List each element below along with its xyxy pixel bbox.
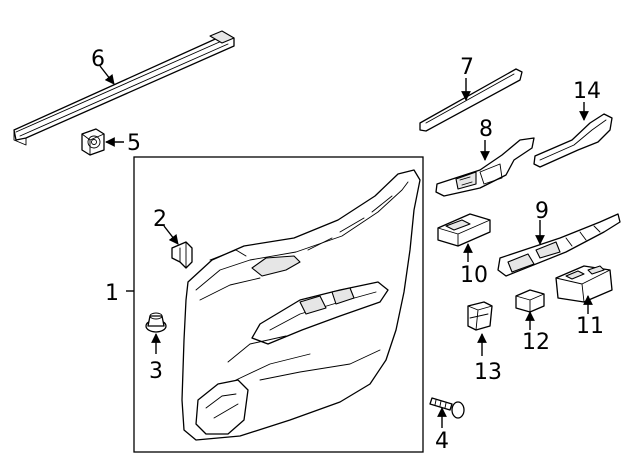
part-5-clip <box>81 128 105 156</box>
callout-12: 12 <box>522 330 550 355</box>
callout-8: 8 <box>479 117 493 142</box>
callout-14: 14 <box>573 79 601 104</box>
part-8-switch-bezel <box>435 137 535 197</box>
part-9-switch-panel <box>497 213 621 277</box>
part-14-armrest-trim <box>533 113 613 168</box>
part-12-small-switch <box>515 289 545 313</box>
callout-11: 11 <box>576 314 604 339</box>
callout-5: 5 <box>127 131 141 156</box>
part-11-master-switch <box>555 265 613 303</box>
part-4-screw <box>429 397 465 419</box>
callout-4: 4 <box>435 429 449 454</box>
callout-1: 1 <box>105 281 119 306</box>
part-2-bracket <box>171 241 193 269</box>
callout-10: 10 <box>460 263 488 288</box>
callout-6: 6 <box>91 47 105 72</box>
leader-6 <box>99 65 115 85</box>
leader-2 <box>163 225 179 245</box>
callout-7: 7 <box>460 55 474 80</box>
callout-13: 13 <box>474 360 502 385</box>
part-6-weatherstrip <box>13 30 235 146</box>
part-13-socket <box>467 301 493 331</box>
door-panel-frame <box>133 156 424 453</box>
part-10-switch <box>437 213 491 247</box>
part-3-grommet <box>145 312 167 333</box>
callout-9: 9 <box>535 199 549 224</box>
part-1-door-panel <box>181 169 421 441</box>
callout-3: 3 <box>149 359 163 384</box>
callout-2: 2 <box>153 207 167 232</box>
